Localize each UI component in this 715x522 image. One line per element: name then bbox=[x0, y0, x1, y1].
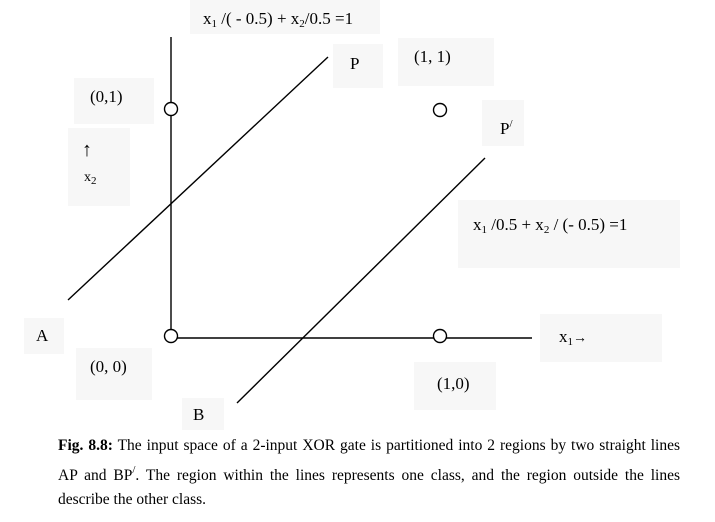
x2-axis-label: x2 bbox=[84, 170, 97, 187]
label-bg-eq-right bbox=[458, 200, 680, 268]
label-bg-p bbox=[333, 44, 383, 88]
label-bg-x2 bbox=[68, 128, 130, 206]
line-end-a: A bbox=[36, 326, 49, 345]
label-bg-11 bbox=[398, 38, 494, 86]
point-1-0 bbox=[432, 328, 448, 344]
label-bg-pprime bbox=[482, 100, 524, 146]
label-bg-a bbox=[24, 318, 64, 354]
point-label-1-1: (1, 1) bbox=[414, 47, 451, 66]
line-end-p: P bbox=[350, 54, 360, 73]
line-end-b: B bbox=[193, 405, 205, 424]
point-label-1-0: (1,0) bbox=[437, 374, 470, 393]
x2-axis-arrow: ↑ bbox=[82, 139, 92, 161]
label-bg-01 bbox=[74, 78, 154, 124]
label-bg-00 bbox=[76, 348, 152, 400]
point-label-0-0: (0, 0) bbox=[90, 357, 127, 376]
line-ap-equation: x1 /( - 0.5) + x2/0.5 =1 bbox=[203, 9, 354, 30]
line-bp-equation: x1 /0.5 + x2 / (- 0.5) =1 bbox=[473, 215, 628, 236]
point-label-0-1: (0,1) bbox=[90, 87, 123, 106]
line-ap bbox=[67, 56, 329, 301]
point-0-0 bbox=[163, 328, 179, 344]
label-bg-10 bbox=[414, 362, 496, 410]
line-bp-prime bbox=[236, 157, 486, 404]
x1-axis-label: x1→ bbox=[559, 327, 587, 348]
label-bg-x1 bbox=[540, 314, 662, 362]
xor-input-space-diagram bbox=[67, 37, 532, 404]
label-bg-b bbox=[182, 398, 224, 430]
figure-caption: Fig. 8.8: The input space of a 2-input X… bbox=[58, 437, 681, 508]
point-0-1 bbox=[163, 101, 179, 117]
label-bg-eq-top bbox=[190, 0, 380, 34]
line-end-p-prime: P/ bbox=[500, 118, 513, 138]
figure-label: Fig. 8.8: bbox=[58, 437, 113, 454]
point-1-1 bbox=[432, 102, 448, 118]
